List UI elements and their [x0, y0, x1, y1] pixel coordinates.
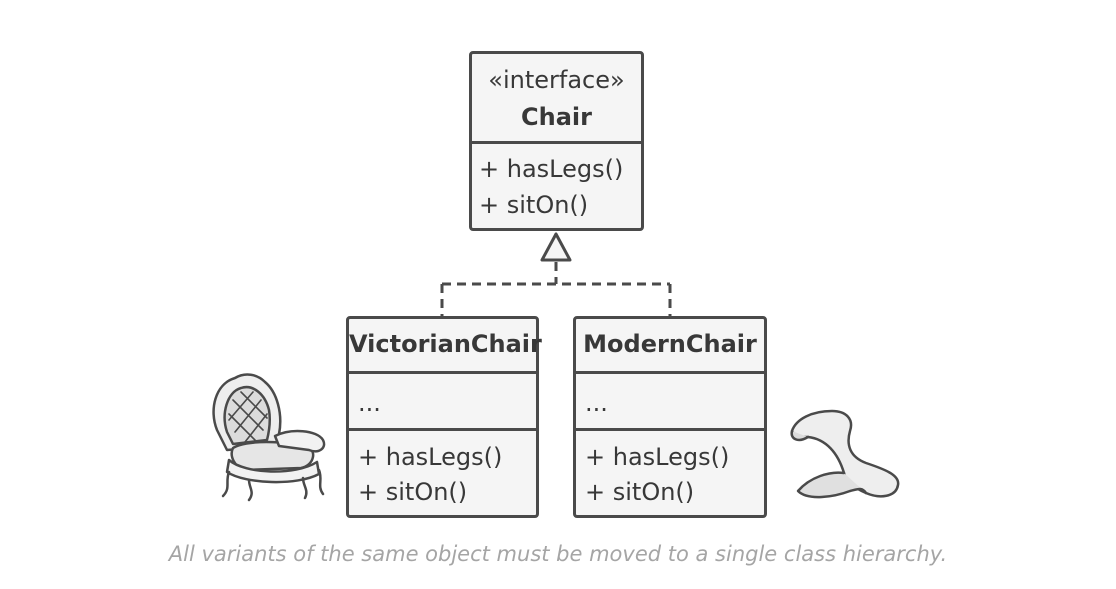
interface-stereotype: «interface» [488, 66, 625, 94]
victorian-method-sit-on: + sitOn() [358, 478, 468, 506]
modern-method-has-legs: + hasLegs() [585, 443, 730, 471]
diagram-caption: All variants of the same object must be … [168, 542, 948, 566]
modern-chair-class-name: ModernChair [583, 330, 757, 358]
victorian-name-separator [349, 371, 536, 374]
chair-method-has-legs: + hasLegs() [479, 155, 624, 183]
chair-method-sit-on: + sitOn() [479, 191, 589, 219]
modern-chair-class-box: ModernChair ... + hasLegs() + sitOn() [573, 316, 767, 518]
victorian-chair-class-name: VictorianChair [349, 330, 542, 358]
victorian-fields-separator [349, 428, 536, 431]
modern-name-separator [576, 371, 764, 374]
chair-class-name: Chair [521, 103, 592, 131]
victorian-chair-fields: ... [358, 389, 381, 417]
modern-method-sit-on: + sitOn() [585, 478, 695, 506]
victorian-armchair-icon [212, 373, 326, 502]
modern-fields-separator [576, 428, 764, 431]
victorian-method-has-legs: + hasLegs() [358, 443, 503, 471]
victorian-chair-class-box: VictorianChair ... + hasLegs() + sitOn() [346, 316, 542, 518]
modern-chair-fields: ... [585, 389, 608, 417]
realization-arrowhead-icon [540, 232, 572, 262]
interface-separator [472, 141, 641, 144]
modern-chair-icon [790, 409, 900, 499]
chair-interface-box: «interface» Chair + hasLegs() + sitOn() [469, 51, 644, 231]
